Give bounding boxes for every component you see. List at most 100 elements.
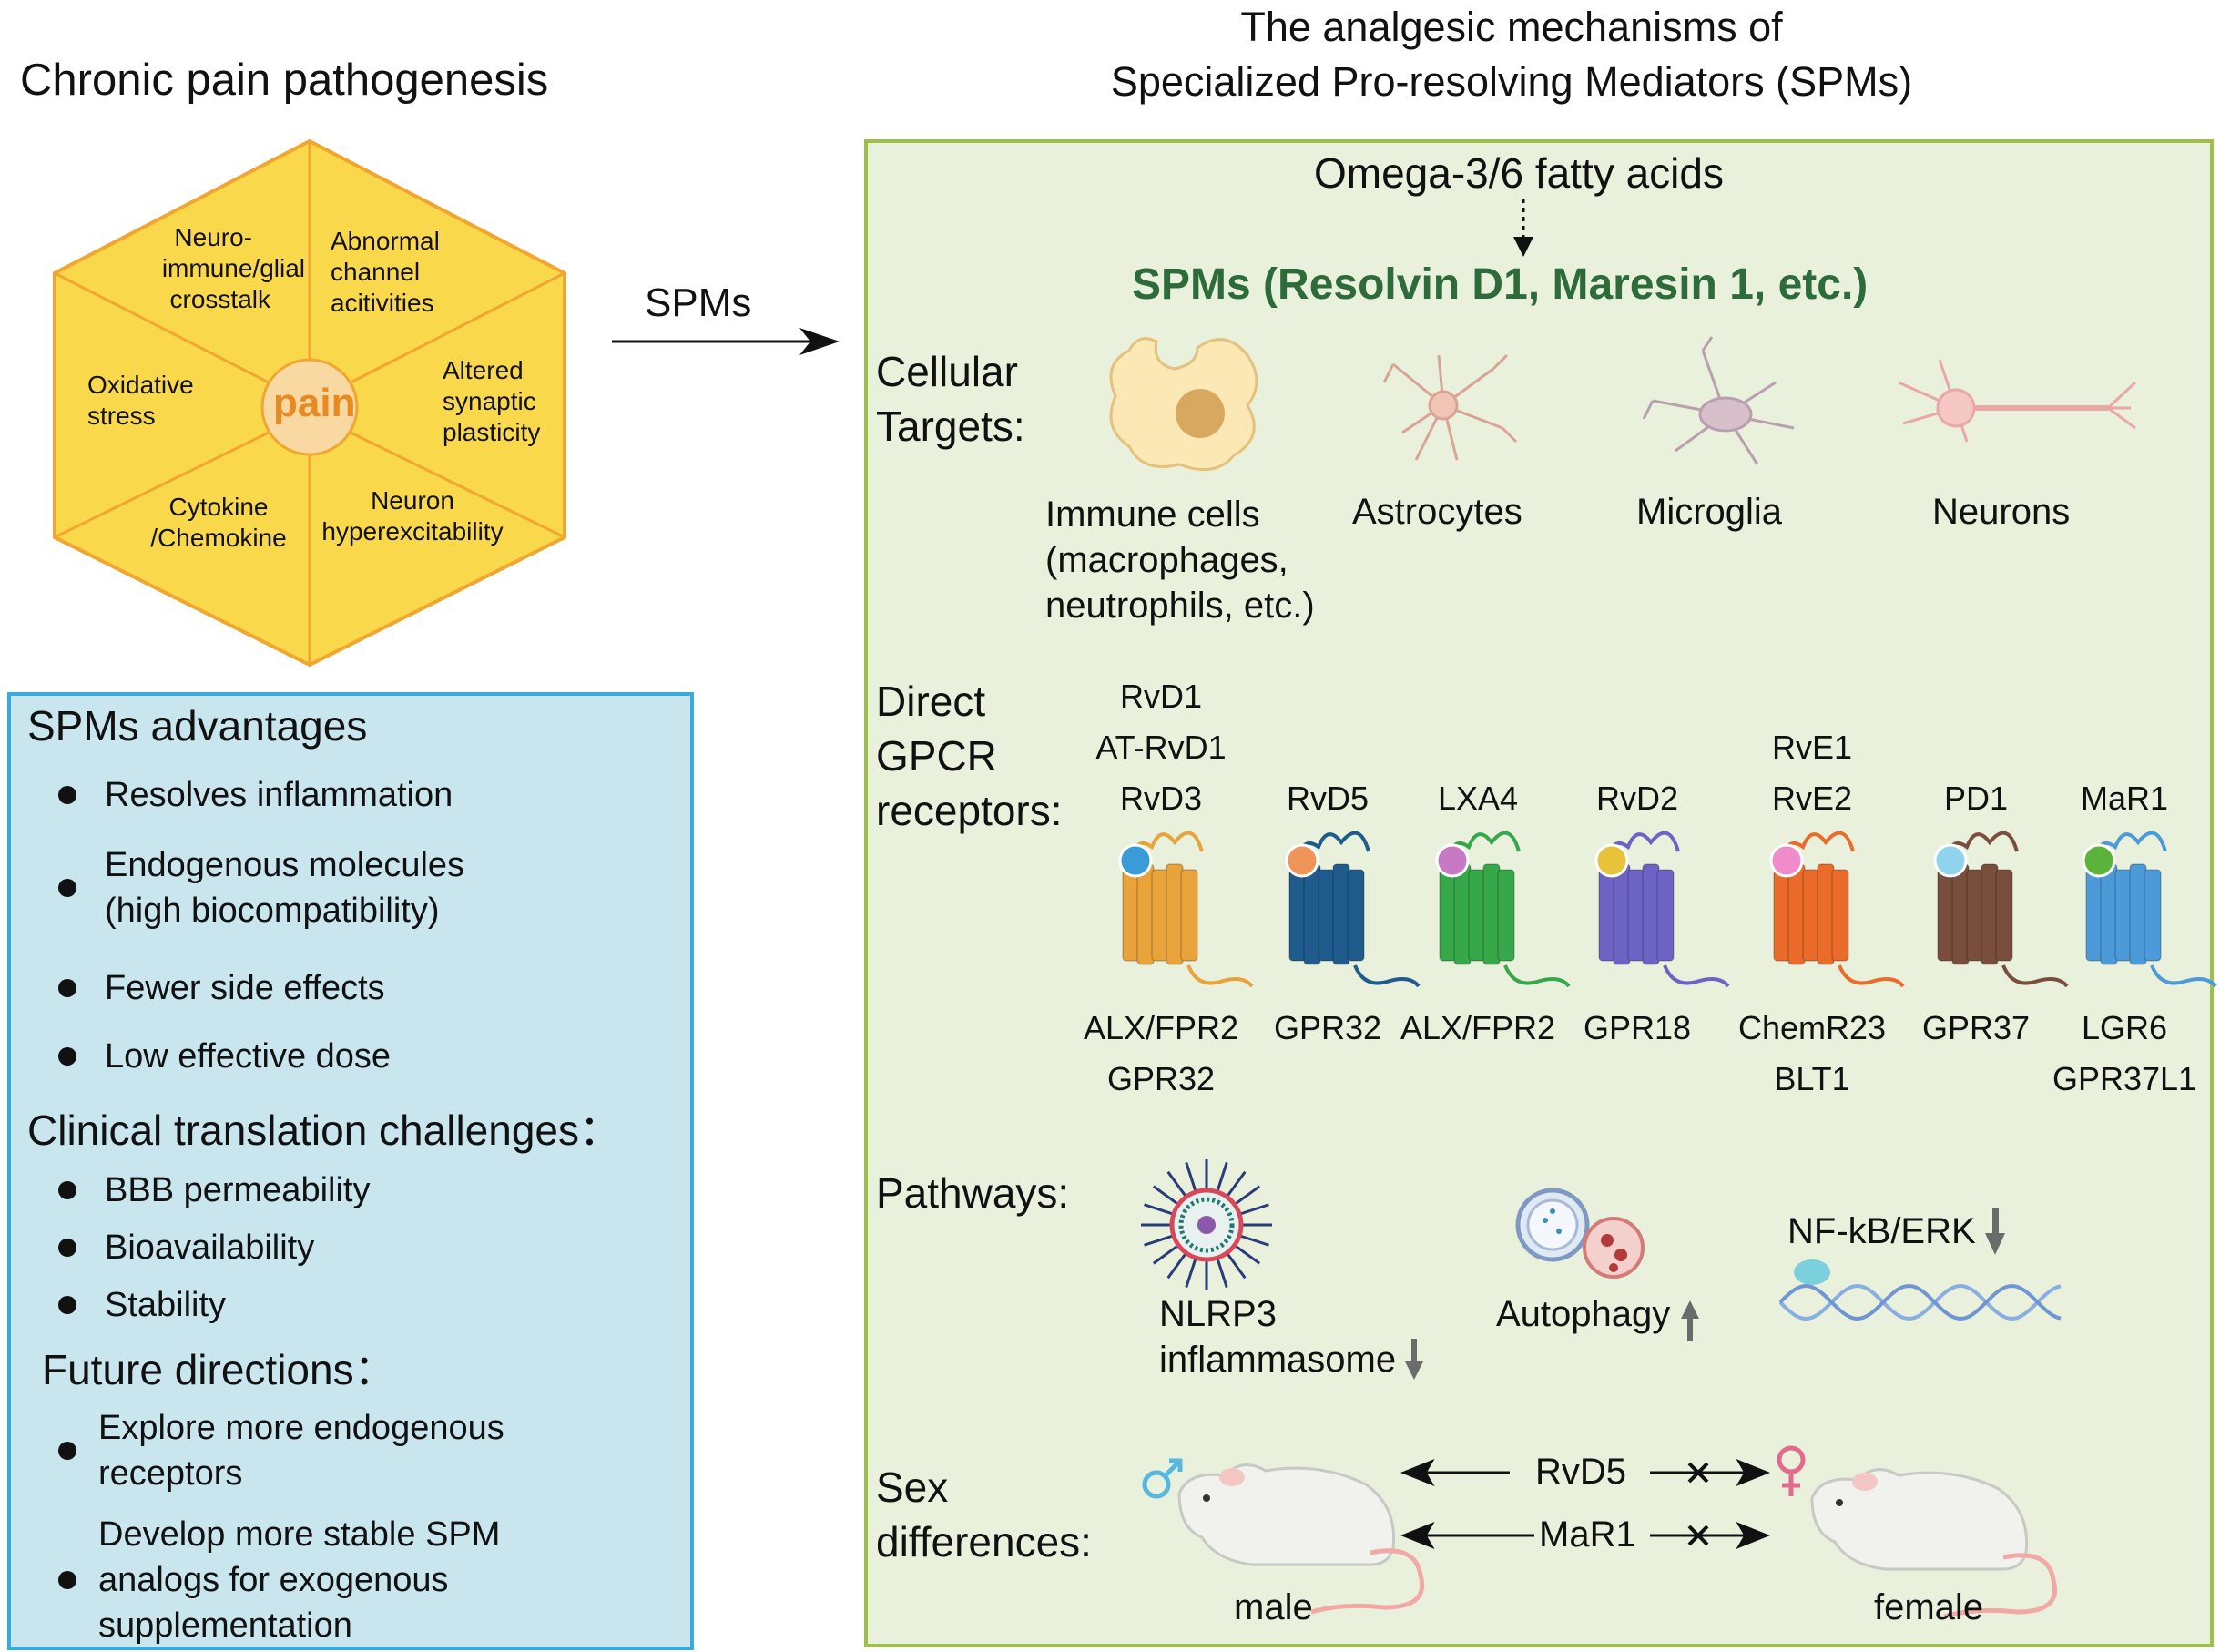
- hex-segment-cytokine: Cytokine /Chemokine: [137, 492, 300, 554]
- receptor-name-label: GPR37: [1921, 1009, 2031, 1046]
- bullet-line: Explore more endogenous: [98, 1409, 504, 1447]
- cell-line: Immune cells: [1045, 495, 1260, 535]
- astrocyte-icon: [1382, 353, 1518, 461]
- cell-label-microglia: Microglia: [1636, 492, 1783, 532]
- bullet-line: Resolves inflammation: [105, 776, 453, 814]
- seg-line: plasticity: [443, 418, 541, 446]
- challenges-title: Clinical translation challenges：: [27, 1106, 621, 1154]
- neuron-icon: [1898, 359, 2137, 443]
- gpcr-title: Direct GPCR receptors:: [876, 674, 1063, 838]
- receptor-name-label: LGR6: [2081, 1009, 2168, 1046]
- hex-segment-neuroimmune: Neuro- immune/glial crosstalk: [146, 222, 305, 315]
- nlrp3-label: NLRP3 inflammasome: [1159, 1291, 1396, 1382]
- bullet-dot: [58, 1239, 76, 1257]
- cellular-targets-title: Cellular Targets:: [876, 344, 1025, 454]
- section-line: Cellular: [876, 348, 1018, 395]
- nfkb-down-arrow: [1985, 1208, 2005, 1255]
- hex-segment-synaptic: Altered synaptic plasticity: [443, 355, 540, 448]
- seg-line: Neuro-: [174, 223, 252, 251]
- right-title-line2: Specialized Pro-resolving Mediators (SPM…: [1110, 58, 1913, 105]
- receptor-name-label: GPR18: [1583, 1009, 1692, 1046]
- receptor-ligand-label: RvE2: [1771, 780, 1853, 817]
- spms-arrow: [612, 328, 840, 355]
- seg-line: immune/glial: [161, 254, 305, 282]
- hex-segment-oxidative: Oxidative stress: [87, 370, 194, 432]
- cell-label-immune: Immune cells (macrophages, neutrophils, …: [1045, 492, 1315, 628]
- advantages-title: SPMs advantages: [27, 702, 368, 750]
- seg-line: synaptic: [443, 387, 536, 415]
- seg-line: stress: [87, 402, 156, 430]
- left-title: Chronic pain pathogenesis: [20, 56, 549, 105]
- bullet-text: Resolves inflammation: [105, 772, 453, 818]
- bullet-text: Endogenous molecules(high biocompatibili…: [105, 842, 464, 933]
- bullet-line: supplementation: [98, 1606, 352, 1645]
- bullet-dot: [58, 979, 76, 997]
- bullet-text: Bioavailability: [105, 1229, 315, 1267]
- seg-line: Neuron: [371, 486, 454, 515]
- gpcr-receptor-icon: [2082, 831, 2217, 988]
- cell-label-neurons: Neurons: [1932, 492, 2071, 532]
- seg-line: Altered: [443, 356, 524, 384]
- bullet-line: Develop more stable SPM: [98, 1515, 501, 1554]
- receptor-name-label: ChemR23: [1737, 1009, 1887, 1046]
- bullet-dot: [58, 1047, 76, 1066]
- right-title-line1: The analgesic mechanisms of: [1240, 4, 1783, 50]
- immune-cell-icon: [1109, 337, 1258, 472]
- cell-label-astrocytes: Astrocytes: [1352, 492, 1522, 532]
- section-line: Sex: [876, 1463, 949, 1511]
- bullet-dot: [58, 1571, 76, 1589]
- nlrp3-down-arrow: [1405, 1339, 1423, 1380]
- receptor-ligand-label: LXA4: [1437, 780, 1519, 817]
- bullet-line: receptors: [98, 1454, 243, 1493]
- bullet-line: Low effective dose: [105, 1037, 392, 1076]
- hex-segment-channel: Abnormal channel acitivities: [331, 226, 440, 319]
- pain-center-label: pain: [273, 381, 356, 425]
- bullet-dot: [58, 1296, 76, 1314]
- bullet-text: Stability: [105, 1286, 227, 1324]
- sex-row-rvd5: RvD5: [1535, 1452, 1627, 1492]
- male-symbol-icon: [1142, 1458, 1183, 1499]
- bullet-dot: [58, 786, 76, 804]
- mechanisms-box: [864, 139, 2214, 1647]
- gpcr-receptor-icon: [1933, 831, 2069, 988]
- gpcr-receptor-icon: [1118, 831, 1254, 988]
- receptor-ligand-label: PD1: [1943, 780, 2009, 817]
- female-label: female: [1874, 1587, 1984, 1627]
- bullet-text: Low effective dose: [105, 1034, 391, 1079]
- female-symbol-icon: [1777, 1445, 1806, 1496]
- nlrp3-line: NLRP3: [1159, 1294, 1277, 1334]
- receptor-ligand-label: RvE1: [1771, 729, 1853, 766]
- bullet-line: Endogenous molecules: [105, 846, 465, 884]
- receptor-name-label: GPR32: [1106, 1060, 1216, 1097]
- receptor-name-label: ALX/FPR2: [1400, 1009, 1556, 1046]
- nfkb-label: NF-kB/ERK: [1787, 1211, 1976, 1251]
- seg-line: /Chemokine: [150, 524, 287, 552]
- receptor-ligand-label: MaR1: [2080, 780, 2169, 817]
- section-line: receptors:: [876, 787, 1063, 834]
- hex-segment-hyperexcitability: Neuron hyperexcitability: [317, 485, 508, 547]
- receptor-ligand-label: AT-RvD1: [1095, 729, 1227, 766]
- bullet-line: Fewer side effects: [105, 969, 385, 1007]
- future-title: Future directions：: [42, 1346, 396, 1393]
- seg-line: Abnormal: [331, 227, 440, 255]
- gpcr-receptor-icon: [1435, 831, 1571, 988]
- bullet-dot: [58, 879, 76, 897]
- bullet-dot: [58, 1442, 76, 1460]
- nlrp3-icon: [1141, 1159, 1272, 1290]
- spms-arrow-label: SPMs: [645, 280, 752, 325]
- seg-line: channel: [331, 258, 421, 286]
- autophagy-label: Autophagy: [1496, 1294, 1671, 1334]
- male-label: male: [1234, 1587, 1313, 1627]
- seg-line: hyperexcitability: [321, 517, 504, 546]
- receptor-ligand-label: RvD1: [1119, 678, 1203, 715]
- gpcr-receptor-icon: [1285, 831, 1421, 988]
- gpcr-receptor-icon: [1594, 831, 1730, 988]
- seg-line: Cytokine: [168, 493, 269, 521]
- gpcr-receptor-icon: [1769, 831, 1905, 988]
- receptor-ligand-label: RvD3: [1119, 780, 1203, 817]
- receptor-name-label: BLT1: [1774, 1060, 1850, 1097]
- pathways-title: Pathways:: [876, 1169, 1070, 1217]
- receptor-name-label: GPR37L1: [2052, 1060, 2197, 1097]
- seg-line: Oxidative: [87, 371, 194, 399]
